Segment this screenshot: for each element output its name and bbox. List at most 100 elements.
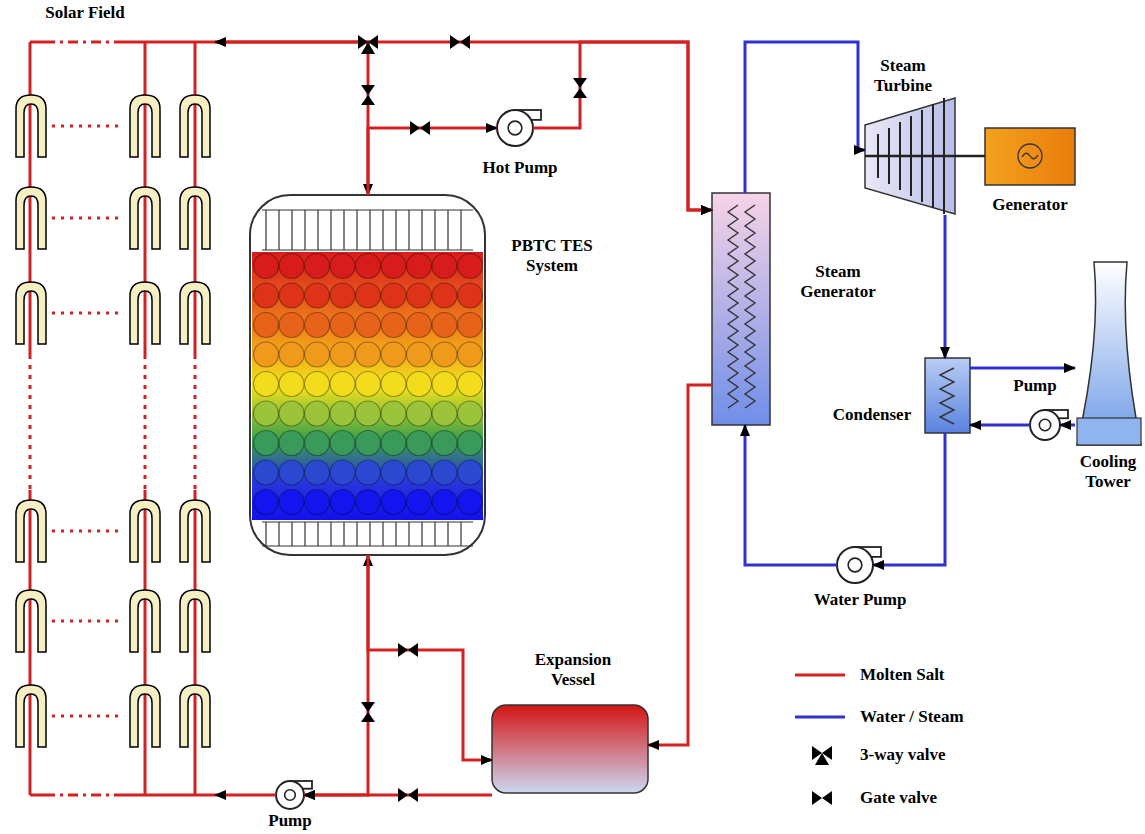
generator-body [985,128,1075,185]
pcm-capsule [407,372,432,397]
capsule-bed [254,254,483,515]
gate-valve [398,643,418,657]
pcm-capsule [305,431,330,456]
pcm-capsule [330,254,355,279]
pump-casing [497,110,533,146]
gate-valve [398,788,418,802]
pcm-capsule [432,254,457,279]
pcm-capsule [381,490,406,515]
component-label: Pump [260,811,320,831]
parabolic-trough [130,187,160,249]
pcm-capsule [305,490,330,515]
pcm-capsule [407,401,432,426]
distributor-slot [343,522,344,546]
salt-pump: Pump [276,781,304,809]
distributor-slot [395,522,396,546]
pcm-capsule [458,254,483,279]
pcm-capsule [330,372,355,397]
pcm-capsule [356,254,381,279]
pcm-capsule [381,313,406,338]
distributor-slot [421,210,422,250]
component-label: Solar Field [25,3,145,23]
pipe-connector [215,794,276,797]
collector-row-gap [52,312,124,315]
pump-impeller [848,558,862,572]
distributor-slot [265,522,266,546]
component-label: PBTC TES System [502,236,602,275]
pcm-capsule [356,460,381,485]
coil-tube [940,368,954,424]
pcm-capsule [458,460,483,485]
header-gap [45,41,120,44]
component-label: Pump [1005,376,1065,396]
distributor-slot [278,522,279,546]
gate-valve [573,78,587,98]
pcm-capsule [279,313,304,338]
generator-symbol [1018,144,1042,168]
pcm-capsule [356,372,381,397]
pcm-capsule [305,372,330,397]
pcm-capsule [254,372,279,397]
parabolic-trough [16,685,46,747]
gate-valve [450,35,470,49]
pcm-capsule [407,490,432,515]
pcm-capsule [330,342,355,367]
pcm-capsule [254,401,279,426]
pcm-capsule [381,401,406,426]
distributor-slot [447,522,448,546]
distributor-slot [304,210,305,250]
cooling-pump: Pump [1030,410,1060,440]
condenser-coil [940,368,954,424]
legend-water-line [795,716,845,719]
legend-text: Gate valve [860,788,937,808]
pcm-capsule [279,431,304,456]
pcm-capsule [254,313,279,338]
pump-impeller [508,121,522,135]
pipe-connector [368,128,497,195]
pcm-capsule [254,342,279,367]
condenser-shell [925,358,970,433]
pcm-capsule [305,254,330,279]
tes-bed [252,252,483,520]
pcm-capsule [305,342,330,367]
pcm-capsule [407,313,432,338]
parabolic-trough [130,500,160,562]
parabolic-trough [130,590,160,652]
legend-molten-salt-line [795,674,845,677]
component-label: Steam Turbine [866,56,941,95]
pcm-capsule [330,490,355,515]
riser [29,490,32,795]
distributor-slot [434,522,435,546]
pcm-capsule [254,254,279,279]
riser-gap [194,355,197,490]
distributor-slot [382,522,383,546]
distributor-slot [382,210,383,250]
cooling-tower: Cooling Tower [1075,262,1143,445]
component-label: Hot Pump [470,158,570,178]
pcm-capsule [279,283,304,308]
distributor-slot [460,210,461,250]
parabolic-trough [16,590,46,652]
pcm-capsule [381,431,406,456]
legend-text: Water / Steam [860,707,964,727]
parabolic-trough [180,95,210,157]
pcm-capsule [279,372,304,397]
pcm-capsule [407,283,432,308]
pcm-capsule [432,460,457,485]
pcm-capsule [279,342,304,367]
pcm-capsule [381,342,406,367]
pipe-connector [304,555,368,795]
legend-text: Molten Salt [860,665,945,685]
parabolic-trough [180,500,210,562]
distributor-slot [304,522,305,546]
riser-gap [144,355,147,490]
solar-field-piping [30,42,215,795]
pcm-capsule [330,283,355,308]
collector-row-gap [52,125,124,128]
parabolic-trough [180,187,210,249]
distributor-slot [408,210,409,250]
parabolic-trough [16,95,46,157]
turbine-casing [865,98,955,214]
